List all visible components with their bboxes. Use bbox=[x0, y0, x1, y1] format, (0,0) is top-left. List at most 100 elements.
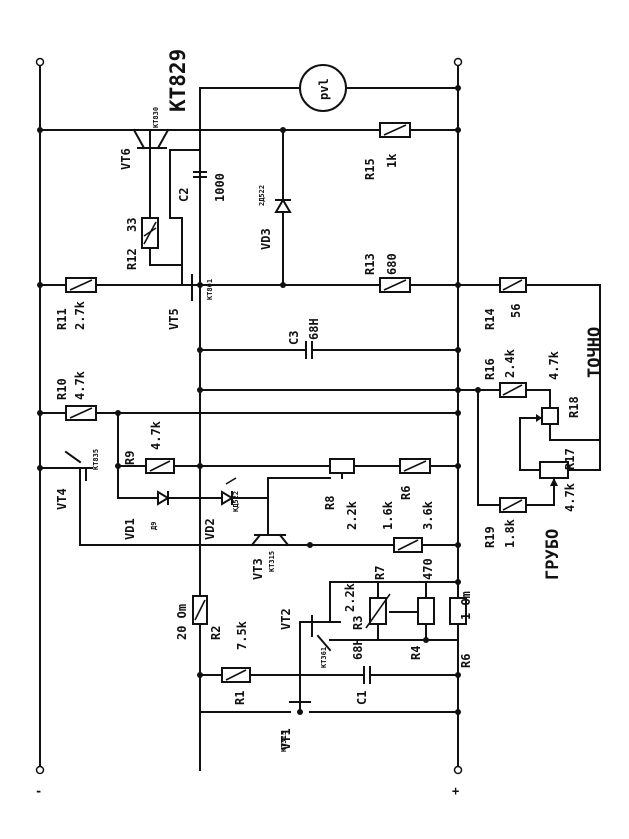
resistor-r12: R12 33 bbox=[125, 217, 183, 270]
svg-text:68H: 68H bbox=[307, 318, 321, 340]
svg-text:4.7k: 4.7k bbox=[149, 420, 163, 450]
svg-text:R9: R9 bbox=[123, 451, 137, 465]
resistor-r14: R14 56 bbox=[457, 277, 601, 471]
svg-text:2.2k: 2.2k bbox=[345, 500, 359, 530]
svg-text:КТ835: КТ835 bbox=[92, 449, 100, 470]
svg-text:R4: R4 bbox=[409, 646, 423, 660]
svg-text:R2: R2 bbox=[209, 626, 223, 640]
resistor-r10: R10 4.7k bbox=[55, 370, 461, 421]
resistor-r13: R13 680 bbox=[199, 253, 461, 293]
kt829-label: КТ829 bbox=[166, 49, 190, 112]
transistor-vt2: КТ361 VT2 bbox=[279, 608, 341, 701]
svg-text:33: 33 bbox=[125, 218, 139, 232]
svg-text:R6: R6 bbox=[459, 654, 473, 668]
svg-text:4.7k: 4.7k bbox=[563, 482, 577, 512]
capacitor-c3: C3 68H bbox=[197, 318, 461, 359]
svg-text:Д9: Д9 bbox=[150, 522, 158, 530]
svg-text:4.7k: 4.7k bbox=[547, 350, 561, 380]
diode-vd2: VD2 КД522 bbox=[203, 477, 269, 540]
vt4-ref: VT4 bbox=[55, 488, 69, 510]
fine-label: ТОЧНО bbox=[585, 327, 605, 378]
transistor-vt5: КТ801 VT5 bbox=[167, 274, 214, 330]
svg-text:1.6k: 1.6k bbox=[381, 500, 395, 530]
svg-text:68H: 68H bbox=[351, 638, 365, 660]
svg-text:R10: R10 bbox=[55, 378, 69, 400]
plus-label: + bbox=[452, 784, 459, 798]
svg-text:4.7k: 4.7k bbox=[73, 370, 87, 400]
svg-text:R16: R16 bbox=[483, 358, 497, 380]
coarse-label: ГРУБО bbox=[543, 529, 563, 580]
transistor-vt6: КТ830 VT6 КТ829 bbox=[119, 49, 190, 219]
vt2-ref: VT2 bbox=[279, 608, 293, 630]
svg-text:C3: C3 bbox=[287, 331, 301, 345]
resistor-r3: R3 2.2k bbox=[343, 581, 391, 641]
resistor-r5: 1.6k bbox=[307, 500, 461, 553]
svg-text:VD1: VD1 bbox=[123, 518, 137, 540]
vt1-ref: VT1 bbox=[279, 728, 293, 750]
resistor-r4: R4 bbox=[389, 581, 435, 660]
svg-text:2.7k: 2.7k bbox=[73, 300, 87, 330]
svg-text:R18: R18 bbox=[567, 396, 581, 418]
rails bbox=[37, 61, 461, 771]
svg-text:R11: R11 bbox=[55, 308, 69, 330]
svg-text:КТ830: КТ830 bbox=[152, 107, 160, 128]
svg-text:1.8k: 1.8k bbox=[503, 518, 517, 548]
svg-text:R7: R7 bbox=[373, 566, 387, 580]
svg-text:VD2: VD2 bbox=[203, 518, 217, 540]
vt3-ref: VT3 bbox=[251, 558, 265, 580]
terminal-minus-bottom bbox=[35, 765, 45, 775]
resistor-r11: R11 2.7k bbox=[55, 277, 97, 330]
resistor-r16: R16 2.4k bbox=[197, 348, 551, 398]
svg-text:R13: R13 bbox=[363, 253, 377, 275]
diode-vd3: VD3 2Д522 bbox=[258, 127, 292, 288]
transistor-vt1: КТ315 VT1 bbox=[199, 701, 461, 752]
svg-text:470: 470 bbox=[421, 558, 435, 580]
svg-text:КД522: КД522 bbox=[232, 491, 240, 512]
svg-text:7.5k: 7.5k bbox=[235, 620, 249, 650]
potentiometer-r18: R18 4.7k ТОЧНО bbox=[519, 327, 605, 441]
meter-pv1: pvl bbox=[199, 64, 461, 771]
svg-text:КТ361: КТ361 bbox=[320, 647, 328, 668]
resistor-r19: R19 1.8k bbox=[475, 387, 555, 548]
terminal-minus-top bbox=[35, 57, 45, 67]
svg-text:2.4k: 2.4k bbox=[503, 348, 517, 378]
potentiometer-r17: R17 4.7k ГРУБО bbox=[519, 417, 577, 580]
svg-text:C1: C1 bbox=[355, 691, 369, 705]
svg-text:C2: C2 bbox=[177, 188, 191, 202]
svg-text:R6: R6 bbox=[399, 486, 413, 500]
resistor-r1: R1 7.5k bbox=[197, 620, 461, 705]
svg-text:R8: R8 bbox=[323, 496, 337, 510]
svg-text:R15: R15 bbox=[363, 158, 377, 180]
svg-text:2Д522: 2Д522 bbox=[258, 185, 266, 206]
svg-text:R14: R14 bbox=[483, 308, 497, 330]
terminals: - + bbox=[35, 57, 463, 798]
resistor-r7: R7 470 bbox=[329, 558, 459, 623]
resistor-r6: R6 3.6k bbox=[399, 458, 461, 530]
svg-text:1000: 1000 bbox=[213, 173, 227, 202]
svg-text:R12: R12 bbox=[125, 248, 139, 270]
meter-label: pvl bbox=[317, 78, 331, 100]
resistor-r2: 20 Om R2 bbox=[175, 595, 223, 640]
svg-text:3.6k: 3.6k bbox=[421, 500, 435, 530]
svg-text:2.2k: 2.2k bbox=[343, 582, 357, 612]
svg-text:680: 680 bbox=[385, 253, 399, 275]
capacitor-c1: C1 68H bbox=[351, 638, 371, 705]
svg-text:VD3: VD3 bbox=[259, 228, 273, 250]
svg-text:1 Om: 1 Om bbox=[459, 591, 473, 620]
svg-text:КТ315: КТ315 bbox=[268, 551, 276, 572]
terminal-plus-top bbox=[453, 57, 463, 67]
transistor-vt4: КТ835 VT4 bbox=[55, 449, 405, 546]
terminal-plus-bottom bbox=[453, 765, 463, 775]
transistor-vt3: КТ315 VT3 bbox=[250, 477, 331, 580]
capacitor-c2: C2 1000 bbox=[169, 149, 227, 286]
svg-text:КТ315: КТ315 bbox=[280, 731, 288, 752]
svg-text:R3: R3 bbox=[351, 616, 365, 630]
diode-vd1: VD1 Д9 bbox=[117, 490, 223, 540]
svg-text:R17: R17 bbox=[563, 448, 577, 470]
resistor-r6-shunt: R6 1 Om bbox=[329, 579, 473, 668]
vt6-ref: VT6 bbox=[119, 148, 133, 170]
resistor-r9: R9 4.7k bbox=[115, 410, 201, 499]
svg-text:R19: R19 bbox=[483, 526, 497, 548]
minus-label: - bbox=[35, 784, 42, 798]
svg-text:1k: 1k bbox=[385, 153, 399, 168]
